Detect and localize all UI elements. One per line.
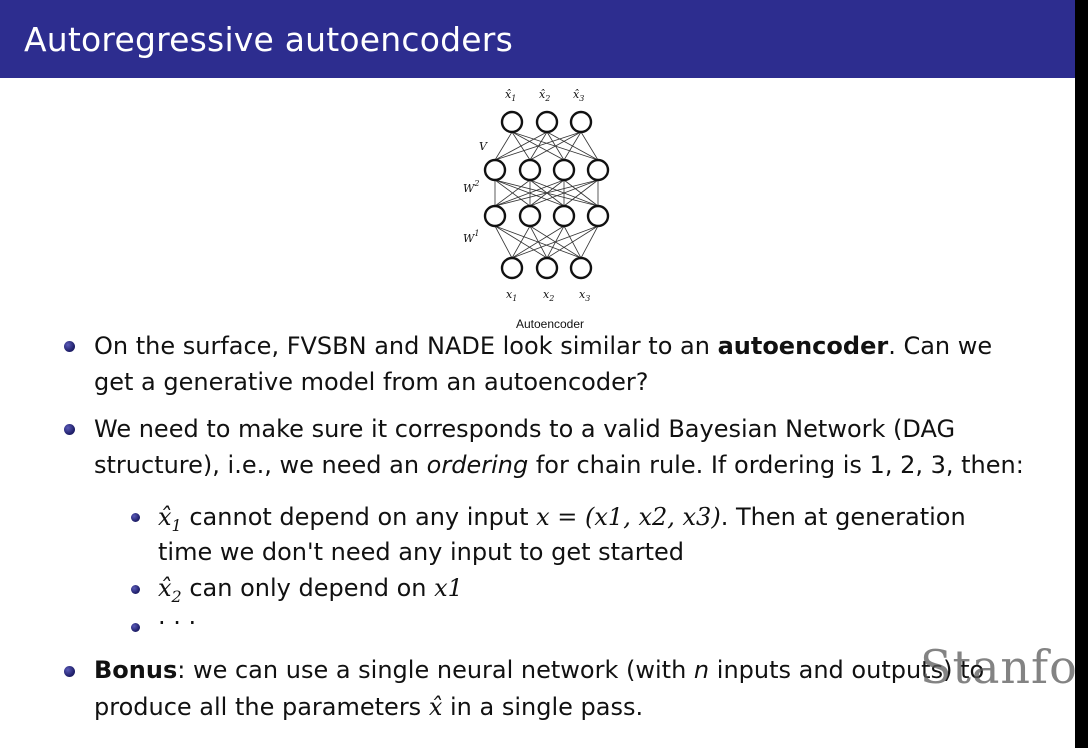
bullet-1-text-a: On the surface, FVSBN and NADE look simi… [94, 332, 718, 360]
hidden1-node [586, 204, 610, 228]
x1-variable: x1 [434, 574, 463, 602]
bullet-2: We need to make sure it corresponds to a… [94, 415, 956, 443]
bullet-dot [64, 666, 75, 677]
sub-bullet-3: · · · [158, 609, 197, 637]
network-edge [494, 179, 599, 207]
sub-bullet-1-text-b: . Then at generation [720, 503, 966, 531]
network-edge [494, 179, 565, 207]
bullet-dot [64, 424, 75, 435]
title-bar: Autoregressive autoencoders [0, 0, 1075, 78]
network-nodes [483, 110, 610, 280]
sub-bullet-dot [131, 585, 140, 594]
bullet-3-bold: Bonus [94, 656, 178, 684]
bullet-dot [64, 341, 75, 352]
network-edge [563, 131, 582, 161]
sub-bullet-2: x̂2 can only depend on x1 [158, 570, 463, 615]
bullet-3-line-2: produce all the parameters x̂ in a singl… [94, 689, 643, 725]
input-equation: x = (x1, x2, x3) [536, 503, 721, 531]
x-hat-variable: x̂ [428, 693, 443, 721]
hidden1-node [518, 204, 542, 228]
sub-bullet-2-text: can only depend on [181, 574, 435, 602]
diagram-caption: Autoencoder [516, 317, 584, 331]
output-node [569, 110, 593, 134]
bullet-2-line-2: structure), i.e., we need an ordering fo… [94, 447, 1024, 483]
layer-label-w1: W1 [463, 229, 479, 245]
input-label-2: x2 [543, 288, 554, 303]
stanford-watermark: Stanfor [920, 640, 1075, 694]
sub-bullet-1: x̂1 cannot depend on any input x = (x1, … [158, 499, 966, 544]
autoencoder-diagram: x̂1 x̂2 x̂3 V W2 W1 x1 x2 x3 Autoencoder [463, 88, 610, 331]
input-node [535, 256, 559, 280]
bullet-2-text-a: structure), i.e., we need an [94, 451, 427, 479]
layer-label-w2: W2 [463, 179, 479, 195]
input-node [500, 256, 524, 280]
output-label-3: x̂3 [573, 88, 584, 103]
network-edge [529, 131, 582, 161]
network-edge [529, 179, 599, 207]
network-edge [511, 225, 599, 259]
bullet-1-bold: autoencoder [717, 332, 889, 360]
slide-title: Autoregressive autoencoders [24, 20, 513, 59]
input-node [569, 256, 593, 280]
network-edge [563, 179, 599, 207]
bullet-3: Bonus: we can use a single neural networ… [94, 652, 984, 688]
bullet-3-line-2-a: produce all the parameters [94, 693, 429, 721]
output-node [535, 110, 559, 134]
hidden2-node [586, 158, 610, 182]
bullet-3-text-b: inputs and outputs) to [709, 656, 985, 684]
bullet-3-italic-n: n [693, 656, 710, 684]
sub-bullet-dot [131, 513, 140, 522]
bullet-3-text-a: : we can use a single neural network (wi… [177, 656, 694, 684]
network-edge [494, 225, 513, 259]
input-label-3: x3 [579, 288, 590, 303]
sub-bullet-dot [131, 623, 140, 632]
hidden2-node [483, 158, 507, 182]
network-edge [546, 225, 599, 259]
hidden1-node [552, 204, 576, 228]
output-node [500, 110, 524, 134]
network-edge [494, 131, 513, 161]
sub-bullet-1-line-2: time we don't need any input to get star… [158, 538, 685, 566]
hidden2-node [518, 158, 542, 182]
x-hat-1: x̂1 [158, 503, 182, 535]
output-label-2: x̂2 [539, 88, 550, 103]
sub-bullet-1-text-a: cannot depend on any input [181, 503, 537, 531]
network-edge [511, 225, 565, 259]
hidden1-node [483, 204, 507, 228]
network-edge [494, 179, 531, 207]
network-edge [580, 131, 599, 161]
x-hat-2: x̂2 [158, 574, 182, 606]
bullet-2-text-b: for chain rule. If ordering is 1, 2, 3, … [528, 451, 1024, 479]
input-label-1: x1 [506, 288, 517, 303]
network-edges [494, 131, 599, 259]
network-edge [511, 225, 531, 259]
hidden2-node [552, 158, 576, 182]
bullet-3-line-2-b: in a single pass. [442, 693, 644, 721]
bullet-1: On the surface, FVSBN and NADE look simi… [94, 328, 992, 364]
output-label-1: x̂1 [505, 88, 516, 103]
bullet-1-text-b: . Can we [888, 332, 993, 360]
network-edge [494, 131, 548, 161]
network-edge [580, 225, 599, 259]
bullet-2-italic: ordering [426, 451, 529, 479]
layer-label-v: V [479, 140, 488, 153]
network-edge [494, 131, 582, 161]
bullet-1-line-2: get a generative model from an autoencod… [94, 368, 649, 396]
